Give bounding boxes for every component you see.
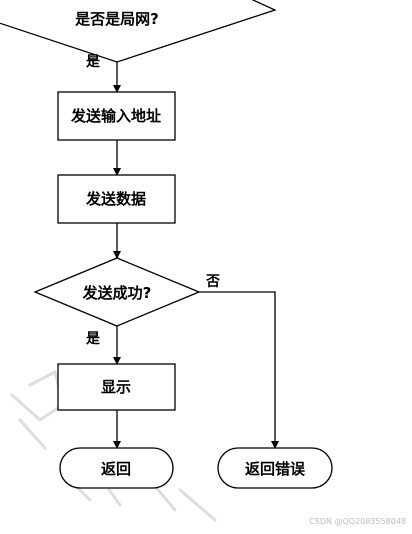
no-label: 否	[205, 274, 220, 290]
yes-label-bottom: 是	[86, 331, 101, 347]
terminal-return-error	[217, 447, 333, 489]
process-box-send-data	[57, 174, 176, 224]
process-box-send-address	[57, 91, 176, 141]
terminal-return	[59, 447, 174, 489]
decision-diamond-top	[0, 0, 277, 63]
send-success-label: 发送成功?	[82, 284, 152, 302]
process-box-display	[57, 363, 176, 411]
display-label: 显示	[101, 378, 131, 396]
watermark-text: CSDN @QQ2083558048	[309, 517, 406, 526]
connector-no-branch	[199, 291, 279, 449]
return-error-label: 返回错误	[245, 460, 306, 478]
send-address-label: 发送输入地址	[70, 107, 161, 125]
yes-label-top: 是	[86, 54, 101, 70]
decision-top-label: 是否是局网?	[74, 10, 159, 28]
return-label: 返回	[101, 460, 131, 478]
send-data-label: 发送数据	[85, 190, 146, 208]
